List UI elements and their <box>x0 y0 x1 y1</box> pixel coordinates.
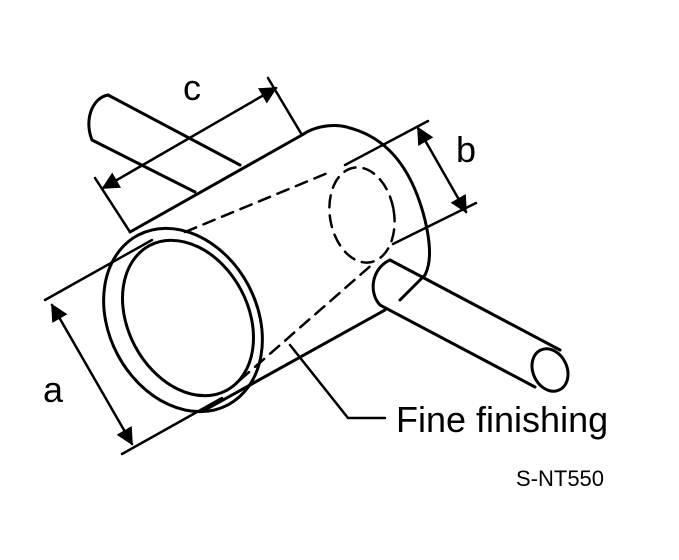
dimension-label-a: a <box>43 369 64 410</box>
hidden-bore <box>183 166 396 382</box>
back-rod <box>87 93 242 194</box>
figure-id: S-NT550 <box>516 466 604 491</box>
fine-finishing-label: Fine finishing <box>396 399 608 440</box>
dimension-label-b: b <box>456 129 476 170</box>
dimension-c <box>93 76 304 234</box>
callout-leader <box>288 343 387 420</box>
front-rod <box>371 258 570 393</box>
front-opening-ring <box>102 226 264 414</box>
dimension-label-c: c <box>183 67 201 108</box>
dimension-b <box>343 119 478 246</box>
dimension-a <box>43 238 224 456</box>
tool-body <box>128 124 431 412</box>
